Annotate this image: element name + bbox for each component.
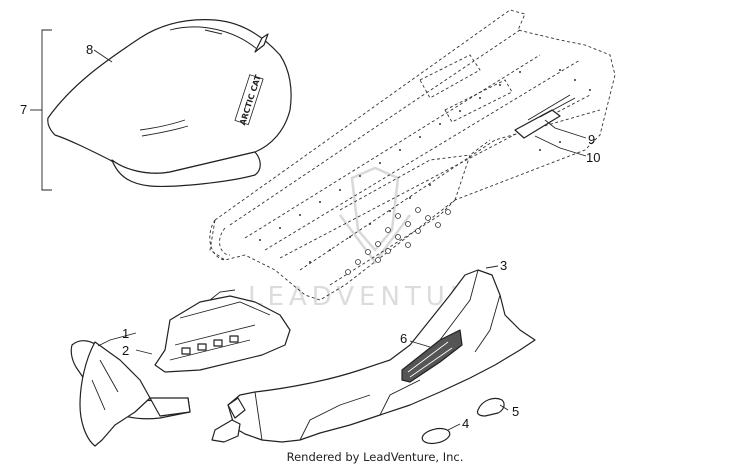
leader-lines <box>93 49 587 431</box>
tunnel-assembly <box>209 9 616 301</box>
side-panel-3 <box>211 269 536 443</box>
bracket-piece-2 <box>154 289 291 373</box>
callout-6: 6 <box>400 331 407 346</box>
callout-3: 3 <box>500 258 507 273</box>
credit-text: Rendered by LeadVenture, Inc. <box>286 450 464 464</box>
reflector-4 <box>421 427 451 445</box>
callout-labels: 1 2 3 4 5 6 7 8 9 10 <box>20 42 600 431</box>
callout-1: 1 <box>122 326 129 341</box>
seat: ARCTIC CAT <box>47 19 292 187</box>
callout-5: 5 <box>512 404 519 419</box>
reflector-5 <box>476 397 505 417</box>
perforated-footrest <box>345 207 451 275</box>
callout-2: 2 <box>122 343 129 358</box>
callout-7: 7 <box>20 102 27 117</box>
callout-10: 10 <box>586 150 600 165</box>
callout-8: 8 <box>86 42 93 57</box>
tunnel-rivets <box>259 69 591 263</box>
callout-4: 4 <box>462 416 469 431</box>
callout-9: 9 <box>588 132 595 147</box>
front-bumper-1 <box>70 340 191 447</box>
bracket-7 <box>30 29 52 191</box>
